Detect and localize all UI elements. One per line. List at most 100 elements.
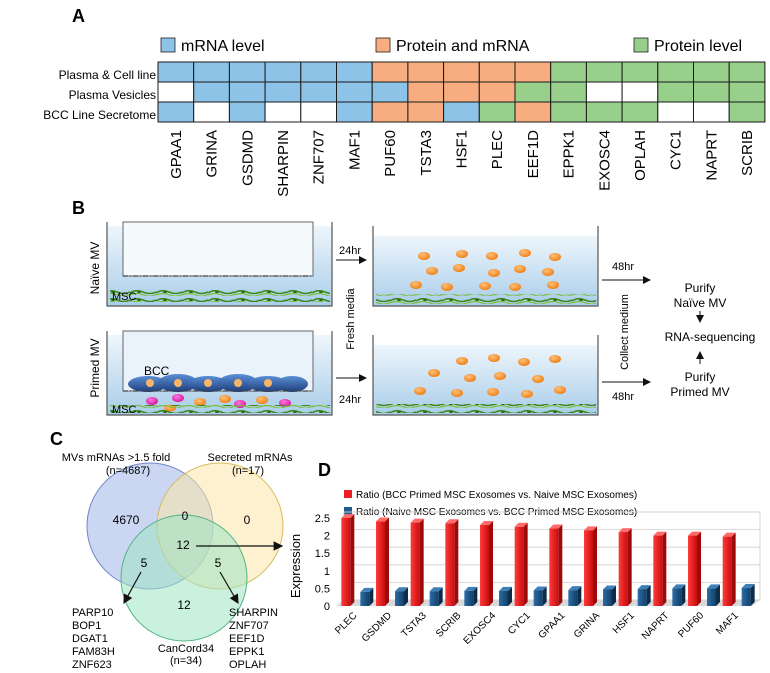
bar-top: [360, 587, 374, 592]
heatmap-cell: [478, 101, 516, 123]
heatmap-cell: [264, 81, 302, 103]
gene-list-left-item: PARP10: [72, 607, 113, 619]
bar-top: [549, 524, 563, 529]
venn-s12: 0: [182, 509, 189, 523]
gene-label: CYC1: [668, 130, 685, 170]
bar-side: [523, 522, 528, 606]
arrow-left-list: [123, 571, 142, 605]
heatmap-cell: [157, 61, 195, 83]
bar-side: [404, 587, 408, 606]
y-axis-title: Expression: [288, 534, 303, 598]
bar: [637, 589, 647, 606]
bar: [429, 591, 439, 606]
y-tick-label: 2: [324, 531, 330, 543]
gene-label: MAF1: [346, 130, 363, 170]
panel-c-label: C: [50, 429, 63, 449]
heatmap-cell: [514, 61, 552, 83]
bar: [618, 532, 628, 606]
gene-list-right-item: EEF1D: [229, 633, 265, 645]
heatmap-cell: [657, 81, 694, 103]
bar: [341, 518, 351, 606]
bar-top: [637, 585, 651, 590]
chart-legend: Ratio (BCC Primed MSC Exosomes vs. Naive…: [344, 490, 637, 518]
well-naive-mv: [372, 226, 599, 307]
bar-side: [697, 531, 701, 606]
bar-side: [350, 514, 355, 606]
gene-list-left-item: DGAT1: [72, 633, 108, 645]
heatmap-cell: [585, 81, 623, 103]
heatmap-cell: [621, 101, 659, 123]
legend-swatch-protein: [633, 37, 649, 53]
bar-side: [454, 519, 459, 606]
heatmap-cell: [407, 101, 445, 123]
bcc-cells: [128, 374, 308, 392]
bar-top: [464, 586, 478, 591]
bar-top: [410, 518, 424, 523]
msc-layer: [376, 294, 596, 304]
legend-series-2: Ratio (Naive MSC Exosomes vs. BCC Primed…: [356, 507, 637, 518]
bar-top: [722, 532, 736, 537]
heatmap-cell: [585, 101, 623, 123]
bar-side: [731, 532, 736, 606]
gene-list-left-item: FAM83H: [72, 646, 115, 658]
gene-label: SHARPIN: [275, 130, 292, 197]
heatmap-cell: [657, 61, 694, 83]
heatmap-cell: [657, 101, 694, 123]
well-primed-coculture: BCC MSC: [106, 330, 333, 416]
x-tick-label: NAPRT: [640, 610, 672, 642]
y-tick-label: 0.5: [315, 583, 330, 595]
panel-a-legend: mRNA level Protein and mRNA Protein leve…: [160, 37, 742, 55]
bar-side: [646, 585, 651, 606]
heatmap-cell: [693, 61, 730, 83]
bar: [741, 588, 751, 606]
purify-primed-line1: Purify: [685, 370, 716, 384]
bar-top: [688, 531, 701, 536]
bar-top: [584, 526, 597, 531]
arrow-right-list: [219, 571, 239, 605]
heatmap-cell: [621, 61, 659, 83]
bar: [499, 590, 508, 606]
heatmap-cell: [228, 101, 266, 123]
bar-side: [369, 587, 374, 606]
heatmap-cell: [336, 81, 373, 103]
bar: [514, 526, 524, 606]
transwell-insert-empty: [122, 221, 314, 277]
venn-only2: 0: [244, 513, 251, 527]
venn-center: 12: [176, 538, 190, 552]
set3-title: CanCord34: [158, 643, 214, 655]
bar: [445, 523, 455, 606]
bar-top: [618, 528, 632, 533]
fresh-media-label: Fresh media: [345, 288, 357, 350]
bar-side: [716, 584, 720, 606]
bar-top: [653, 531, 667, 536]
panel-a-label: A: [72, 6, 85, 26]
bar: [464, 590, 474, 606]
bar-top: [480, 521, 493, 526]
heatmap-cell: [443, 81, 480, 103]
heatmap-cell: [336, 61, 373, 83]
bar: [584, 530, 593, 606]
purify-primed-line2: Primed MV: [670, 385, 729, 399]
time-48hr-bottom: 48hr: [612, 391, 634, 403]
panel-a: A mRNA level Protein and mRNA Protein le…: [43, 6, 766, 197]
x-tick-label: SCRIB: [434, 610, 464, 640]
heatmap-cell: [550, 101, 587, 123]
time-48hr-top: 48hr: [612, 261, 634, 273]
bar-top: [672, 584, 686, 589]
well-naive-coculture: MSC: [106, 221, 333, 307]
gene-list-right: SHARPIN ZNF707 EEF1D EPPK1 OPLAH: [229, 607, 278, 671]
naive-mv-label: Naïve MV: [88, 242, 102, 295]
gene-label: OPLAH: [632, 130, 649, 181]
y-tick-label: 0: [324, 601, 330, 613]
set3-count: (n=34): [170, 655, 202, 667]
bar-top: [376, 517, 389, 522]
heatmap-cell: [371, 61, 409, 83]
bar-top: [603, 585, 616, 590]
gene-list-right-item: ZNF707: [229, 620, 269, 632]
y-tick-label: 1.5: [315, 548, 330, 560]
gene-list-right-item: EPPK1: [229, 646, 264, 658]
bar-side: [612, 585, 616, 606]
bar-top: [533, 586, 547, 591]
